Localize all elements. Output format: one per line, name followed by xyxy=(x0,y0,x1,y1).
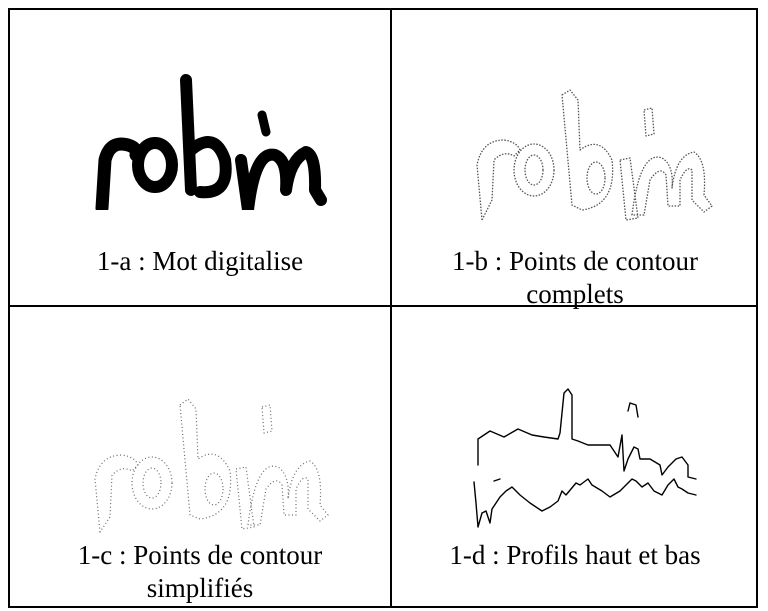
caption-1a: 1-a : Mot digitalise xyxy=(96,246,304,276)
caption-1d: 1-d : Profils haut et bas xyxy=(449,540,701,570)
caption-1c: 1-c : Points de contour simplifiés xyxy=(77,540,323,603)
table-divider-horizontal xyxy=(8,305,758,307)
figure-table xyxy=(8,8,758,608)
panel-1c: 1-c : Points de contour simplifiés xyxy=(10,307,390,608)
caption-1b: 1-b : Points de contour complets xyxy=(452,246,698,309)
panel-1d: 1-d : Profils haut et bas xyxy=(392,307,758,608)
handwritten-word-filled xyxy=(95,74,327,210)
contour-points-complete xyxy=(476,89,713,221)
profiles-upper-lower xyxy=(473,388,697,528)
panel-1a: 1-a : Mot digitalise xyxy=(10,10,390,305)
table-divider-vertical xyxy=(390,8,392,608)
panel-1b: 1-b : Points de contour complets xyxy=(392,10,758,309)
contour-points-simplified xyxy=(94,398,329,533)
